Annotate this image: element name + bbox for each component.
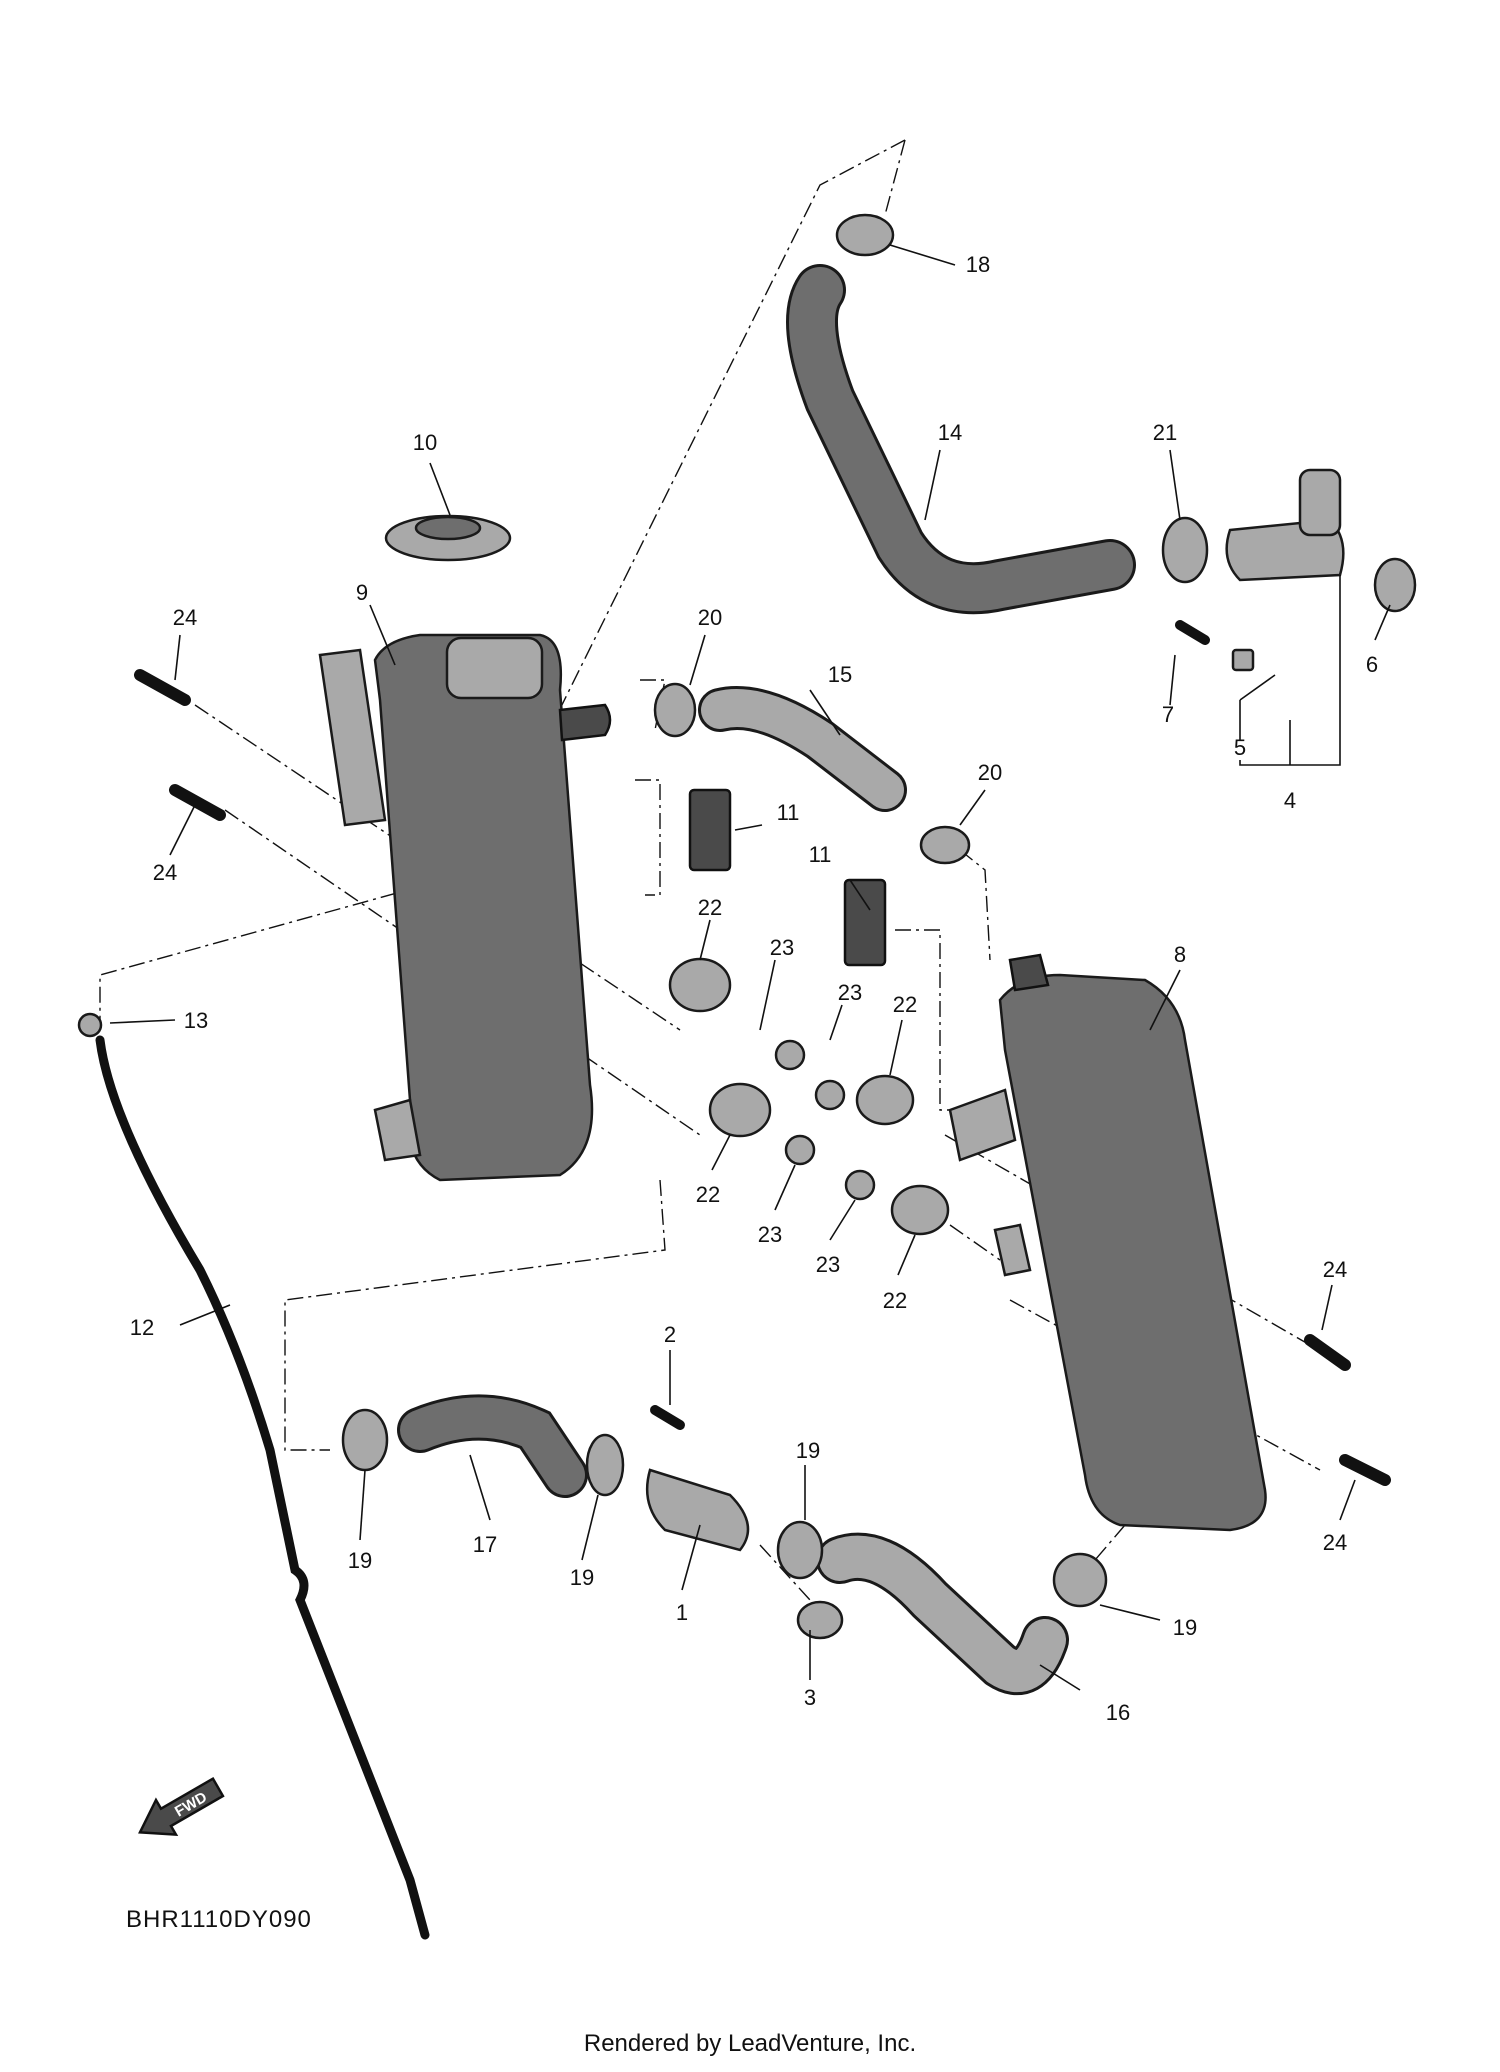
thermostat-housing-1 xyxy=(645,1468,750,1552)
callout-22a: 22 xyxy=(698,895,722,920)
radiator-cap xyxy=(384,514,512,562)
callout-1: 1 xyxy=(676,1600,688,1625)
callout-2: 2 xyxy=(664,1322,676,1347)
callout-17: 17 xyxy=(473,1532,497,1557)
callout-numbers: 1 2 3 4 5 6 7 8 9 10 11 11 12 13 14 15 1… xyxy=(130,252,1378,1725)
callout-14: 14 xyxy=(938,420,962,445)
clamps xyxy=(341,213,1209,1608)
callout-24c: 24 xyxy=(1323,1257,1347,1282)
callout-15: 15 xyxy=(828,662,852,687)
callout-23d: 23 xyxy=(816,1252,840,1277)
callout-10: 10 xyxy=(413,430,437,455)
callout-12: 12 xyxy=(130,1315,154,1340)
callout-24a: 24 xyxy=(173,605,197,630)
bolts xyxy=(77,620,1391,1486)
callout-16: 16 xyxy=(1106,1700,1130,1725)
callout-11b: 11 xyxy=(809,842,832,867)
callout-8: 8 xyxy=(1174,942,1186,967)
diagram-code: BHR1110DY090 xyxy=(126,1906,312,1933)
callout-6: 6 xyxy=(1366,652,1378,677)
callout-20a: 20 xyxy=(698,605,722,630)
callout-22b: 22 xyxy=(893,992,917,1017)
fwd-arrow-icon: FWD xyxy=(138,1776,225,1837)
callout-22c: 22 xyxy=(696,1182,720,1207)
hose-15 xyxy=(698,686,907,812)
callout-7: 7 xyxy=(1162,702,1174,727)
hose-17 xyxy=(397,1394,588,1498)
callout-19c: 19 xyxy=(796,1438,820,1463)
callout-11a: 11 xyxy=(777,800,800,825)
callout-19d: 19 xyxy=(1173,1615,1197,1640)
callout-4: 4 xyxy=(1284,788,1296,813)
leader-lines xyxy=(109,244,1391,1691)
callout-21: 21 xyxy=(1153,420,1177,445)
hose-16 xyxy=(816,1532,1069,1696)
left-radiator xyxy=(318,633,612,1182)
grommets-and-collars xyxy=(668,557,1417,1640)
callout-24b: 24 xyxy=(153,860,177,885)
right-radiator xyxy=(948,953,1267,1532)
callout-23c: 23 xyxy=(758,1222,782,1247)
callout-23a: 23 xyxy=(770,935,794,960)
callout-19b: 19 xyxy=(570,1565,594,1590)
hose-14 xyxy=(786,264,1136,615)
footer-credit: Rendered by LeadVenture, Inc. xyxy=(583,2030,917,2057)
overflow-hose-12 xyxy=(95,1035,430,1940)
callout-13: 13 xyxy=(184,1008,208,1033)
callout-9: 9 xyxy=(356,580,368,605)
callout-19a: 19 xyxy=(348,1548,372,1573)
callout-23b: 23 xyxy=(838,980,862,1005)
callout-20b: 20 xyxy=(978,760,1002,785)
callout-18: 18 xyxy=(966,252,990,277)
callout-5: 5 xyxy=(1234,735,1246,760)
callout-3: 3 xyxy=(804,1685,816,1710)
callout-24d: 24 xyxy=(1323,1530,1347,1555)
joint-pipe-4 xyxy=(1225,468,1345,582)
callout-22d: 22 xyxy=(883,1288,907,1313)
